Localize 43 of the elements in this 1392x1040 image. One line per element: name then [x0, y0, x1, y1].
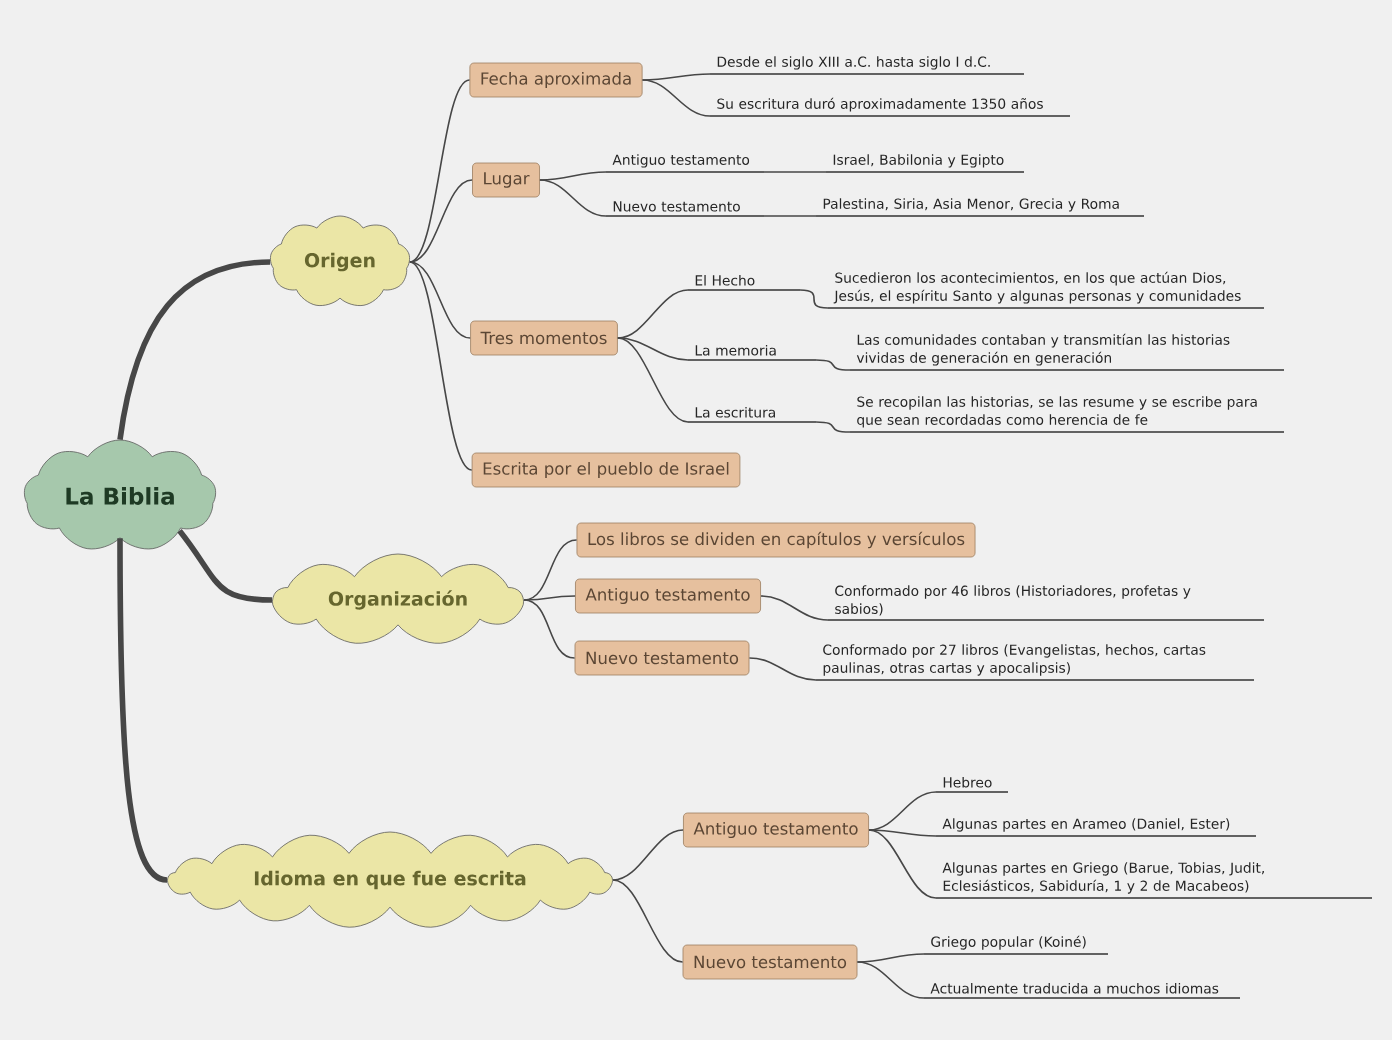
topic-box: Lugar: [472, 162, 540, 198]
branch-line: [523, 595, 576, 601]
branch-line: [409, 179, 473, 263]
topic-box: Tres momentos: [470, 320, 618, 356]
topic-cloud: Idioma en que fue escrita: [167, 831, 613, 928]
topic-box: Nuevo testamento: [682, 944, 858, 980]
topic-box: Antiguo testamento: [575, 578, 761, 614]
branch-line: [117, 259, 271, 441]
branch-line: [617, 289, 689, 339]
branch-line: [641, 79, 711, 117]
branch-line: [760, 595, 829, 621]
branch-line: [409, 261, 473, 471]
branch-line: [763, 215, 817, 217]
branch-line: [617, 337, 689, 361]
topic-cloud: Organización: [272, 553, 524, 644]
topic-box: Nuevo testamento: [574, 640, 750, 676]
branch-line: [523, 539, 578, 601]
branch-line: [177, 529, 273, 603]
branch-line: [612, 879, 684, 963]
branch-line: [117, 538, 168, 883]
branch-line: [748, 657, 817, 681]
branch-line: [617, 337, 689, 423]
topic-box: Los libros se dividen en capítulos y versículos: [576, 522, 976, 558]
branch-line: [799, 289, 829, 309]
branch-line: [409, 261, 471, 339]
topic-cloud: La Biblia: [24, 439, 216, 550]
branch-line: [409, 79, 471, 263]
branch-line: [856, 961, 925, 999]
topic-box: Fecha aproximada: [469, 62, 643, 98]
branch-line: [641, 73, 711, 81]
topic-box: Antiguo testamento: [683, 812, 869, 848]
topic-cloud: Origen: [270, 215, 410, 306]
topic-box: Escrita por el pueblo de Israel: [471, 452, 741, 488]
branch-line: [856, 953, 925, 963]
branch-line: [815, 359, 851, 371]
branch-line: [539, 171, 607, 181]
branch-line: [868, 829, 937, 837]
branch-line: [763, 171, 827, 173]
branch-line: [539, 179, 607, 217]
branch-line: [868, 829, 937, 899]
branch-line: [815, 421, 851, 433]
branch-line: [523, 599, 576, 659]
branch-line: [612, 829, 684, 881]
